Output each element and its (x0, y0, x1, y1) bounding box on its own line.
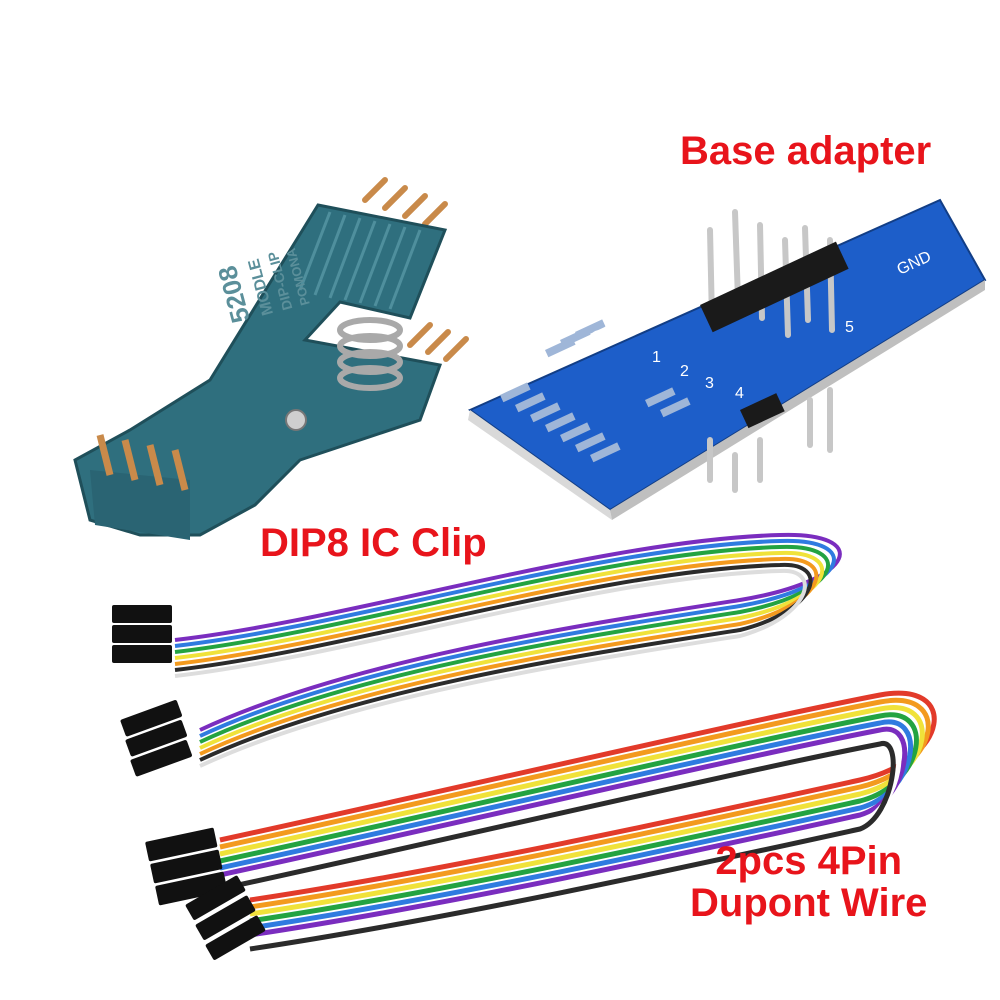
pcb-pin-3: 3 (705, 375, 714, 392)
dupont-connectors-lower (145, 827, 266, 960)
dupont-wire-upper (174, 532, 842, 768)
label-ic-clip: DIP8 IC Clip (260, 521, 487, 565)
ic-clip: 5208 MODLE DIP-CLIP POMONA (73, 177, 469, 540)
pcb-pin-2: 2 (680, 363, 689, 380)
label-base-adapter: Base adapter (680, 129, 932, 173)
pcb-pin-5: 5 (845, 319, 854, 336)
label-dupont-wire: 2pcs 4Pin Dupont Wire (690, 840, 927, 924)
dupont-connectors-upper (112, 605, 192, 777)
label-dupont-wire-line1: 2pcs 4Pin (715, 839, 903, 883)
dupont-wire-lower (219, 690, 937, 952)
base-adapter-board: SOP16/8 VDD GND 1 2 3 4 5 (467, 198, 987, 520)
pcb-pin-4: 4 (735, 385, 744, 402)
label-dupont-wire-line2: Dupont Wire (690, 881, 928, 925)
pcb-pin-1: 1 (652, 349, 661, 366)
